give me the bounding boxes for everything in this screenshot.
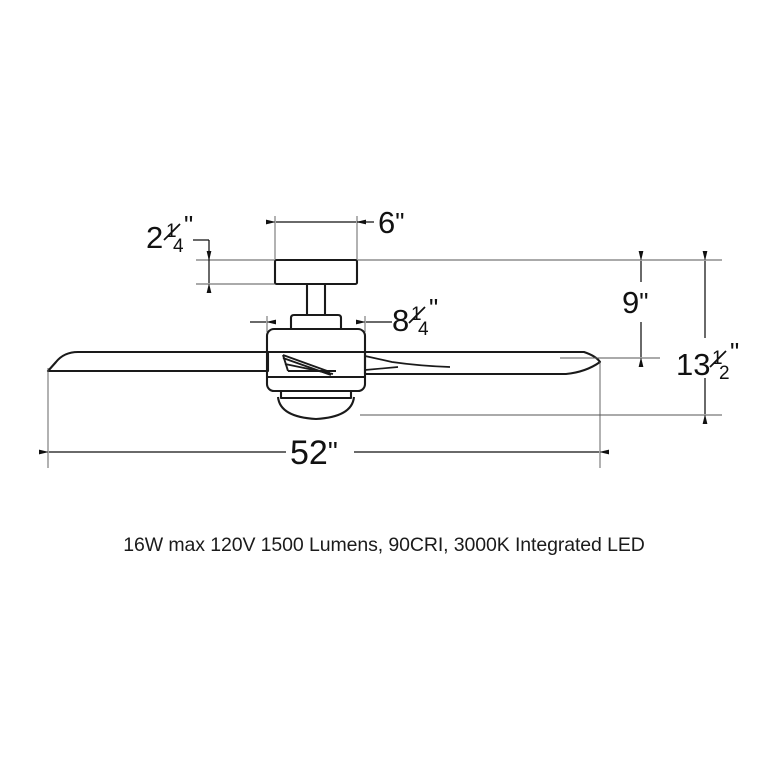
- light-kit-dome: [276, 396, 356, 421]
- svg-text:13: 13: [676, 347, 710, 382]
- svg-text:2: 2: [719, 363, 730, 384]
- svg-text:52": 52": [290, 434, 338, 472]
- label-blade-span-value: 52: [290, 434, 328, 472]
- svg-text:4: 4: [418, 319, 429, 340]
- label-canopy-height-den: 4: [173, 236, 184, 257]
- light-kit-collar: [279, 391, 353, 400]
- label-canopy-width-unit: ": [395, 207, 404, 237]
- label-height-nine: 9": [622, 285, 648, 320]
- label-canopy-width: 6": [378, 205, 404, 240]
- ceiling-canopy: [273, 258, 359, 286]
- downrod: [305, 284, 327, 315]
- motor-top-cap: [289, 313, 343, 331]
- label-housing-width: 8 1 4 ": [392, 293, 438, 340]
- svg-text:2: 2: [146, 220, 163, 255]
- fan-outline: [46, 258, 602, 421]
- label-overall-unit: ": [730, 337, 739, 367]
- blade-iron-bracket: [282, 354, 336, 376]
- svg-text:4: 4: [173, 236, 184, 257]
- label-housing-width-unit: ": [429, 293, 438, 323]
- label-height-nine-unit: ": [639, 287, 648, 317]
- product-spec-caption: 16W max 120V 1500 Lumens, 90CRI, 3000K I…: [123, 534, 645, 556]
- svg-text:": ": [184, 210, 193, 240]
- label-canopy-width-value: 6: [378, 205, 395, 240]
- label-canopy-height-unit: ": [184, 210, 193, 240]
- svg-text:8: 8: [392, 303, 409, 338]
- svg-text:9": 9": [622, 285, 648, 320]
- fan-blade-left: [46, 350, 270, 373]
- label-housing-width-den: 4: [418, 319, 429, 340]
- motor-housing: [265, 327, 367, 393]
- label-knockouts: [286, 282, 748, 470]
- label-blade-span-unit: ": [328, 436, 338, 467]
- label-overall-height: 13 1 2 ": [676, 337, 739, 384]
- label-canopy-height-whole: 2: [146, 220, 163, 255]
- svg-text:6": 6": [378, 205, 404, 240]
- label-canopy-height: 2 1 4 ": [146, 210, 193, 257]
- label-overall-den: 2: [719, 363, 730, 384]
- svg-text:": ": [730, 337, 739, 367]
- blade-iron-bracket-right: [364, 355, 451, 371]
- label-overall-whole: 13: [676, 347, 710, 382]
- dimension-lines: [39, 219, 708, 455]
- label-height-nine-value: 9: [622, 285, 639, 320]
- svg-text:": ": [429, 293, 438, 323]
- label-blade-span: 52": [290, 434, 338, 472]
- label-housing-width-whole: 8: [392, 303, 409, 338]
